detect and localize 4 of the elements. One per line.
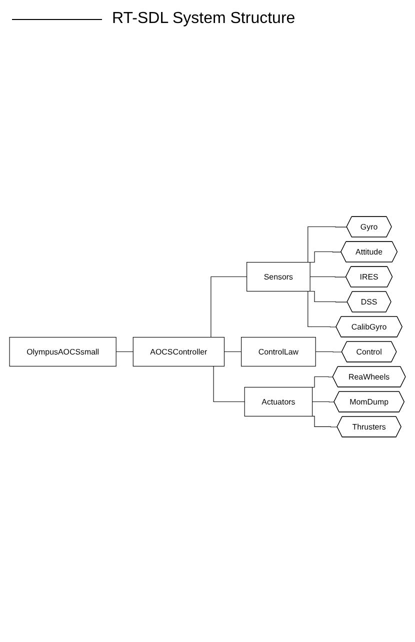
connector [315,352,342,353]
connector [310,276,346,278]
diagram-title: RT-SDL System Structure [112,10,296,28]
connector [312,402,334,403]
